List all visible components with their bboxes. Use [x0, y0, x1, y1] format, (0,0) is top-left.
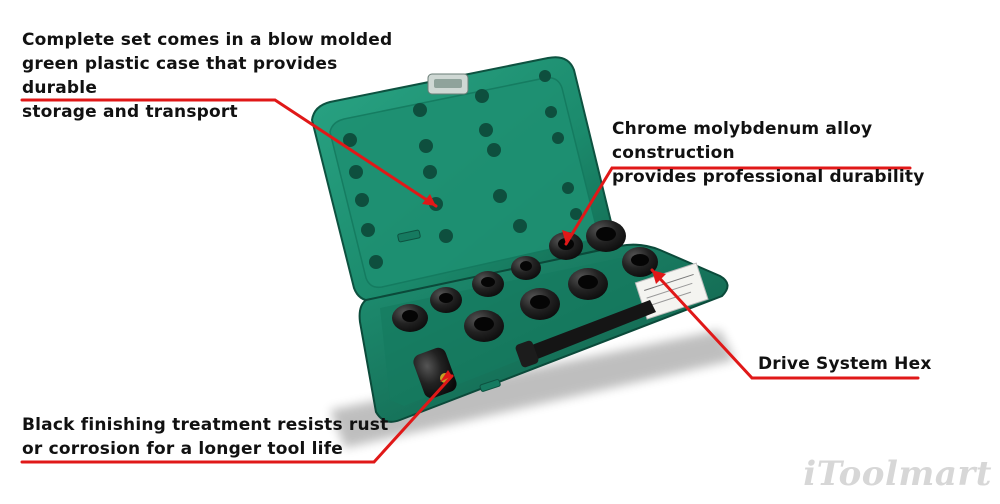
- callout-lines: [20, 98, 920, 464]
- callout-arrowheads: [422, 194, 666, 382]
- case-lid: [310, 56, 614, 302]
- callout-hex-text: Drive System Hex: [758, 354, 932, 374]
- socket-bores: [402, 227, 649, 331]
- callout-line-hex: [650, 268, 920, 380]
- brand-watermark: iToolmart: [803, 454, 992, 494]
- callout-line-finish: [20, 374, 454, 464]
- callout-case-text: Complete set comes in a blow molded gree…: [22, 30, 393, 122]
- callout-line-chrome: [564, 166, 912, 246]
- callout-line-case: [20, 98, 438, 208]
- case-shadow: [330, 330, 735, 448]
- callout-finish-text: Black finishing treatment resists rust o…: [22, 415, 389, 459]
- extension-bar: [524, 300, 656, 362]
- callout-chrome-text: Chrome molybdenum alloy construction pro…: [612, 119, 925, 187]
- lid-holes: [343, 70, 582, 269]
